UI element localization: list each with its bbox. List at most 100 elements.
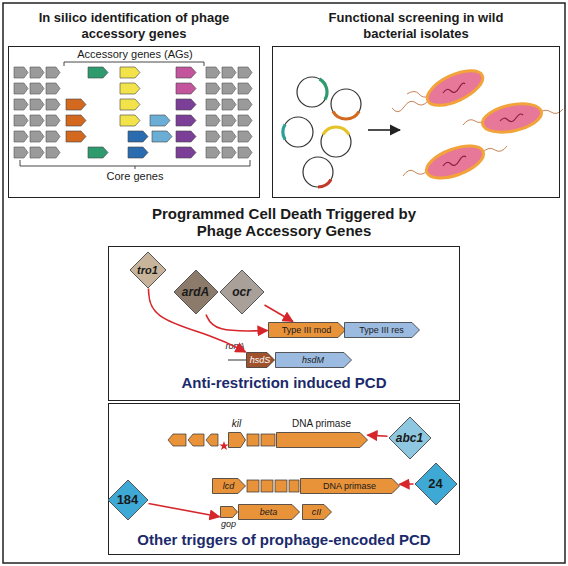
core-gene xyxy=(238,115,252,126)
outer-frame xyxy=(3,3,565,563)
core-gene xyxy=(206,115,220,126)
diamond-outline xyxy=(220,270,264,314)
bacterium xyxy=(422,64,487,113)
accessory-gene xyxy=(88,67,108,78)
transfer-arrow xyxy=(368,129,400,131)
core-gene xyxy=(46,67,60,78)
gene-label: abc1 xyxy=(388,416,432,460)
accessory-gene xyxy=(128,131,148,142)
gene-arrow: lcd xyxy=(212,478,246,494)
accessory-gene xyxy=(150,115,170,126)
core-gene xyxy=(222,131,236,142)
accessory-gene xyxy=(66,131,86,142)
gene-arrow xyxy=(261,480,273,492)
bacterium xyxy=(422,140,487,185)
accessory-gene xyxy=(120,115,140,126)
core-gene xyxy=(14,131,28,142)
ronA-locus xyxy=(228,360,246,361)
diamond-outline xyxy=(108,480,148,520)
gene-product: 184 xyxy=(107,479,149,521)
core-gene xyxy=(238,131,252,142)
core-gene-grid xyxy=(14,67,252,158)
accessory-gene xyxy=(176,131,196,142)
core-gene xyxy=(206,131,220,142)
gene-arrow xyxy=(188,434,204,446)
gene-product: tro1 xyxy=(129,251,167,289)
gene-product: abc1 xyxy=(388,416,432,460)
diamond-outline xyxy=(174,270,218,314)
trigger-arrow xyxy=(149,503,220,516)
core-gene xyxy=(46,83,60,94)
panel-heading: Other triggers of prophage-encoded PCD xyxy=(109,531,459,548)
gene-arrow: DNA primase xyxy=(300,478,400,494)
gene-arrow: hsdM xyxy=(275,352,352,368)
gene-label: 184 xyxy=(107,479,149,521)
core-gene xyxy=(30,115,44,126)
core-gene xyxy=(238,147,252,158)
gene-label: 24 xyxy=(414,462,458,506)
accessory-gene xyxy=(120,99,140,110)
accessory-gene xyxy=(66,115,86,126)
accessory-gene xyxy=(176,147,196,158)
gene-arrow xyxy=(168,434,186,446)
gene-label: lcd xyxy=(212,478,246,494)
accessory-bracket xyxy=(64,62,204,66)
gene-product: ardA xyxy=(173,269,219,315)
core-gene xyxy=(46,147,60,158)
core-gene xyxy=(238,83,252,94)
gene-arrow-outline xyxy=(212,478,245,493)
gene-arrow xyxy=(275,480,287,492)
core-gene xyxy=(14,67,28,78)
accessory-gene xyxy=(152,131,172,142)
core-gene xyxy=(222,115,236,126)
accessory-gene xyxy=(66,99,86,110)
gene-arrow-outline xyxy=(228,432,245,447)
plasmid-insert xyxy=(323,127,349,135)
gene-arrow: kil xyxy=(228,418,246,448)
bacterium xyxy=(480,99,544,137)
accessory-gene xyxy=(176,67,196,78)
gene-label: DNA primase xyxy=(300,478,400,494)
gene-arrow: gop xyxy=(220,506,238,532)
core-gene xyxy=(222,67,236,78)
trigger-arrow xyxy=(265,305,293,322)
core-gene xyxy=(206,83,220,94)
gene-arrow xyxy=(247,480,259,492)
gene-arrow-outline xyxy=(275,352,351,367)
gene-arrow: Type III res xyxy=(344,322,420,338)
accessory-gene-grid xyxy=(66,67,196,158)
gene-arrow-outline xyxy=(268,322,345,337)
accessory-gene xyxy=(120,83,140,94)
plasmid-insert xyxy=(320,79,328,100)
plasmid-insert xyxy=(333,112,359,120)
plasmid xyxy=(321,127,351,157)
bacteria-group xyxy=(392,64,563,185)
gene-label: tro1 xyxy=(129,251,167,289)
plasmid xyxy=(303,157,333,187)
core-gene xyxy=(238,67,252,78)
core-gene xyxy=(222,83,236,94)
core-bracket xyxy=(20,160,250,169)
gene-arrow: hsdS xyxy=(246,352,275,368)
gene-arrow: cII xyxy=(302,504,332,520)
pcd-panel: Other triggers of prophage-encoded PCD ki… xyxy=(108,403,460,555)
plasmid-insert-group xyxy=(283,79,359,187)
plasmid-group xyxy=(283,77,361,187)
gene-label: hsdS xyxy=(246,352,275,368)
core-gene xyxy=(222,147,236,158)
core-gene xyxy=(30,67,44,78)
plasmid xyxy=(283,117,313,147)
trigger-arrow xyxy=(206,315,267,331)
gene-label: Type III mod xyxy=(268,322,346,338)
panel: Functional screening in wild bacterial i… xyxy=(272,8,560,198)
diamond-outline xyxy=(415,463,457,505)
core-gene xyxy=(30,99,44,110)
gene-label: beta xyxy=(238,504,300,520)
core-gene xyxy=(206,147,220,158)
mutation-star xyxy=(219,441,229,450)
